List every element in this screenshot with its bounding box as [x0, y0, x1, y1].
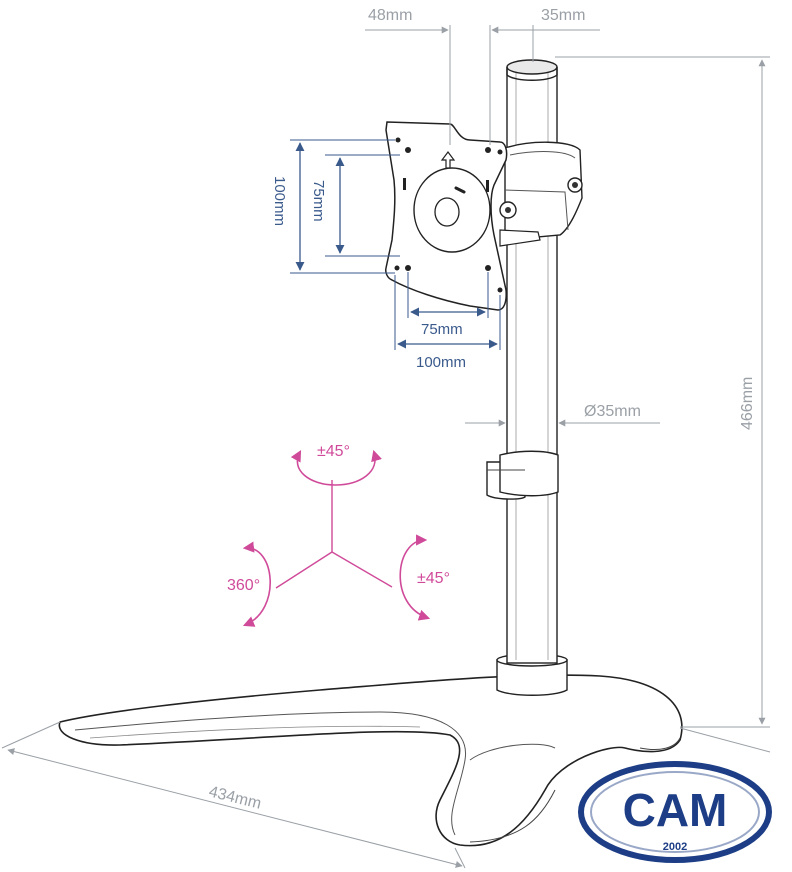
- vesa-plate: [385, 121, 508, 311]
- rotate-label: 360°: [227, 577, 260, 594]
- vesa-horizontal-100: 100mm: [416, 354, 466, 371]
- blue-dimension-lines: [290, 139, 501, 350]
- cam-logo: CAM 2002: [578, 761, 772, 863]
- vesa-vertical-75: 75mm: [310, 180, 327, 222]
- vesa-vertical-100: 100mm: [271, 176, 288, 226]
- up-arrow-icon: [440, 151, 456, 169]
- pole-clamp: [499, 141, 583, 247]
- rotation-symbol: [242, 449, 431, 627]
- grey-dimension-lines: [1, 25, 771, 869]
- tilt-label: ±45°: [317, 443, 350, 460]
- logo-text: CAM: [623, 784, 728, 836]
- dim-label-height: 466mm: [739, 377, 756, 430]
- dim-label-48mm: 48mm: [368, 7, 412, 24]
- dim-label-pole-diameter: Ø35mm: [584, 403, 641, 420]
- vesa-horizontal-75: 75mm: [421, 321, 463, 338]
- swivel-label: ±45°: [417, 570, 450, 587]
- stand-base: [58, 674, 683, 847]
- logo-year: 2002: [663, 841, 687, 853]
- dim-label-35mm: 35mm: [541, 7, 585, 24]
